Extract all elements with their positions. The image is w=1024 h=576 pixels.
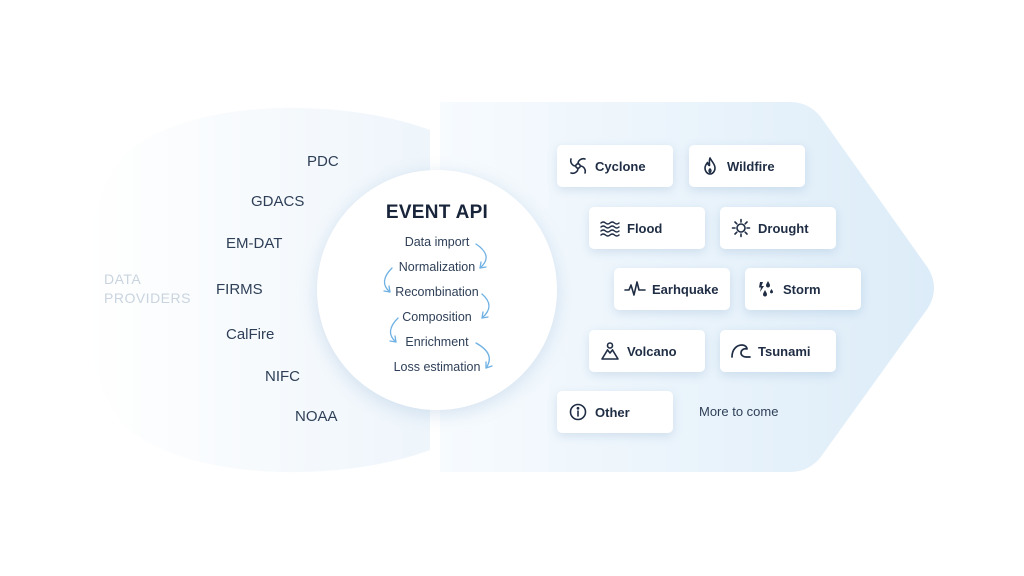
- providers-label-line-1: DATA: [104, 271, 142, 287]
- event-card-drought[interactable]: Drought: [720, 207, 836, 249]
- provider-nifc: NIFC: [265, 368, 300, 385]
- step-enrichment: Enrichment: [405, 335, 469, 349]
- provider-calfire: CalFire: [226, 326, 275, 343]
- storm-icon: [755, 278, 777, 300]
- event-label: Drought: [758, 220, 809, 236]
- flood-icon: [599, 217, 621, 239]
- provider-ellipse: [85, 107, 430, 473]
- step-data-import: Data import: [404, 235, 470, 249]
- info-icon: [567, 401, 589, 423]
- provider-firms: FIRMS: [216, 281, 263, 298]
- wildfire-icon: [699, 155, 721, 177]
- event-card-tsunami[interactable]: Tsunami: [720, 330, 836, 372]
- provider-gdacs: GDACS: [251, 193, 305, 210]
- event-label: Cyclone: [595, 158, 646, 174]
- step-recombination: Recombination: [395, 285, 479, 299]
- event-card-storm[interactable]: Storm: [745, 268, 861, 310]
- providers-label-line-2: PROVIDERS: [104, 290, 191, 306]
- event-label: Storm: [783, 281, 821, 297]
- event-label: Volcano: [627, 343, 677, 359]
- event-card-earthquake[interactable]: Earhquake: [614, 268, 730, 310]
- event-card-wildfire[interactable]: Wildfire: [689, 145, 805, 187]
- provider-pdc: PDC: [307, 153, 339, 170]
- step-loss-estimation: Loss estimation: [393, 360, 481, 374]
- tsunami-icon: [730, 340, 752, 362]
- drought-icon: [730, 217, 752, 239]
- event-card-flood[interactable]: Flood: [589, 207, 705, 249]
- cyclone-icon: [567, 155, 589, 177]
- volcano-icon: [599, 340, 621, 362]
- provider-noaa: NOAA: [295, 408, 338, 425]
- earthquake-icon: [624, 278, 646, 300]
- event-api-circle: [317, 170, 557, 410]
- event-card-cyclone[interactable]: Cyclone: [557, 145, 673, 187]
- event-label: Flood: [627, 220, 663, 236]
- data-providers-label: DATA PROVIDERS: [104, 270, 191, 308]
- step-normalization: Normalization: [398, 260, 476, 274]
- event-label: Earhquake: [652, 281, 719, 297]
- provider-em-dat: EM-DAT: [226, 235, 283, 252]
- step-composition: Composition: [402, 310, 472, 324]
- more-to-come-text: More to come: [699, 404, 779, 419]
- event-api-title: EVENT API: [385, 202, 489, 223]
- event-card-volcano[interactable]: Volcano: [589, 330, 705, 372]
- event-label: Other: [595, 404, 630, 420]
- event-label: Tsunami: [758, 343, 811, 359]
- event-card-other[interactable]: Other: [557, 391, 673, 433]
- event-label: Wildfire: [727, 158, 775, 174]
